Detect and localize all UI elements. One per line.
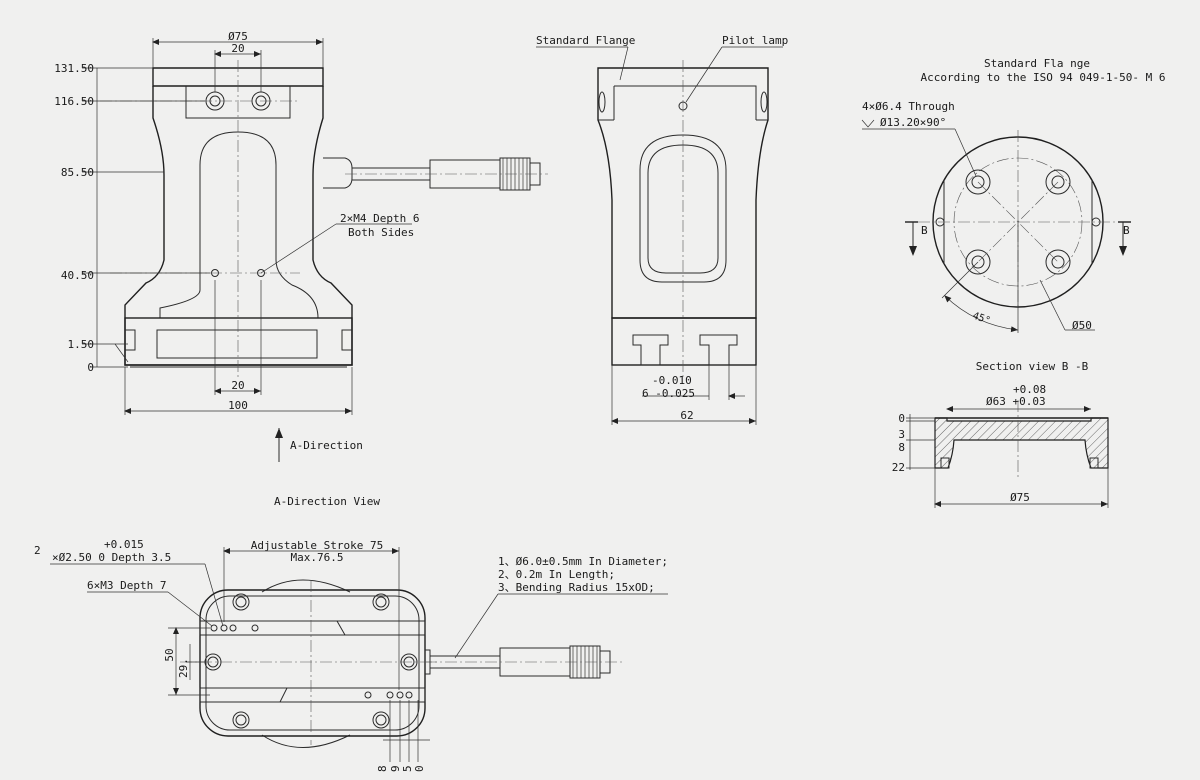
flange-standard: According to the ISO 94 049-1-50- M 6 [920,71,1165,84]
dim-1-50: 1.50 [68,338,95,351]
dim-20-top: 20 [231,42,244,55]
front-body-outline [124,86,353,366]
side-window [639,134,727,283]
side-jaw-base [611,317,757,366]
front-top-pocket [185,86,291,119]
countersink-icon [861,119,875,128]
section-arrow-right-icon [1119,246,1127,256]
bottom-slot-bottom [199,687,426,703]
section-arrow-left-icon [909,246,917,256]
side-view: Standard Flange Pilot lamp -0.010 6 -0.0… [536,34,788,425]
dim-29: 29. [177,658,190,678]
flange-view: Standard Fla nge According to the ISO 94… [861,57,1166,333]
stroke-line2: Max.76.5 [291,551,344,564]
section-hatch-profile [934,417,1109,469]
label-standard-flange: Standard Flange [536,34,635,47]
dim-9-bottom: 9 [389,765,402,772]
front-view: Ø75 20 131.50 116.50 85.50 40.50 1.50 0 … [54,30,548,462]
section-dim-22: 22 [892,461,905,474]
hole-note-line2: Ø13.20×90° [880,116,946,129]
a-direction-arrow-icon [275,428,283,438]
dim-62: 62 [680,409,693,422]
front-center-slot [199,131,319,319]
dim-100: 100 [228,399,248,412]
section-dim-3: 3 [898,428,905,441]
dim-5-bottom: 5 [401,765,414,772]
pin-spec: ×Ø2.50 0 Depth 3.5 [52,551,171,564]
dim-0: 0 [87,361,94,374]
section-view: Section view B -B +0.08 Ø63 +0.03 0 3 8 … [892,360,1109,508]
side-tol-upper: -0.010 [652,374,692,387]
cable-note-2: 2、0.2m In Length; [498,568,615,581]
label-pilot-lamp: Pilot lamp [722,34,788,47]
front-jaw-base [124,317,353,366]
dim-116-50: 116.50 [54,95,94,108]
bottom-slot-top [199,620,426,636]
pin-tol: +0.015 [104,538,144,551]
cable-note-1: 1、Ø6.0±0.5mm In Diameter; [498,555,668,568]
section-dim-phi75: Ø75 [1010,491,1030,504]
dim-phi63: Ø63 +0.03 [986,395,1046,408]
dim-40-50: 40.50 [61,269,94,282]
dim-20-bottom: 20 [231,379,244,392]
bottom-view: A-Direction View [34,495,668,772]
hole-note-line1: 4×Ø6.4 Through [862,100,955,113]
dim-131-50: 131.50 [54,62,94,75]
bottom-title: A-Direction View [274,495,380,508]
a-direction-label: A-Direction [290,439,363,452]
section-tol-upper: +0.08 [1013,383,1046,396]
dim-phi75: Ø75 [228,30,248,43]
section-mark-left: B [921,224,928,237]
cable-note-3: 3、Bending Radius 15xOD; [498,581,655,594]
dim-85-50: 85.50 [61,166,94,179]
note-m4-line1: 2×M4 Depth 6 [340,212,419,225]
flange-holes [965,169,1071,275]
dim-phi50: Ø50 [1072,319,1092,332]
side-tol-lower: 6 -0.025 [642,387,695,400]
flange-title: Standard Fla nge [984,57,1090,70]
front-cable [323,157,548,191]
dim-45-deg: 45° [971,310,992,327]
section-mark-right: B [1123,224,1130,237]
m3-note: 6×M3 Depth 7 [87,579,166,592]
section-dim-8: 8 [898,441,905,454]
note-m4-line2: Both Sides [348,226,414,239]
dim-0-bottom: 0 [413,765,426,772]
dim-50: 50 [163,648,176,661]
dim-8-bottom: 8 [376,765,389,772]
section-title: Section view B -B [976,360,1089,373]
section-dim-0: 0 [898,412,905,425]
bottom-cable [425,645,625,679]
pin-count: 2 [34,544,41,557]
bottom-body-outline [199,589,426,737]
